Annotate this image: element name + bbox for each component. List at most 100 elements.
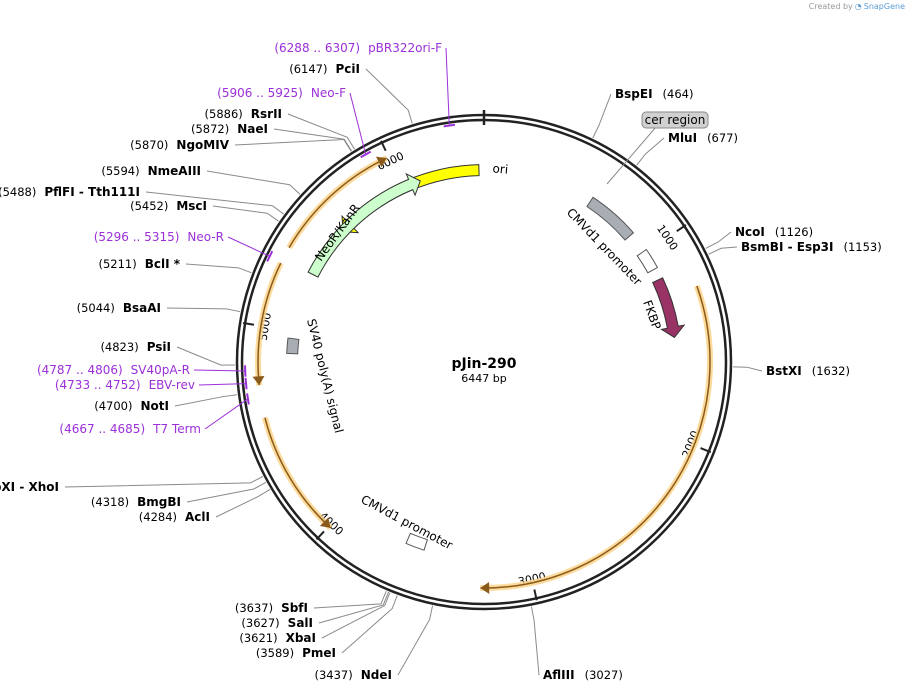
site-name: PaeR7I - PspXI - XhoI	[0, 480, 59, 494]
site-mlui: MluI(677)	[636, 131, 738, 166]
credit-brand: SnapGene	[863, 2, 905, 11]
primer-leader	[349, 92, 367, 155]
site-nmeaiii: NmeAIII (5594)	[101, 164, 301, 195]
snapgene-credit: Created by ◔ SnapGene	[809, 2, 905, 11]
site-pmei: PmeI(3589)	[256, 595, 398, 660]
site-leader	[186, 481, 267, 503]
primer-mark	[244, 377, 248, 390]
site-pflfi: PflFI - Tth111I(5488)	[0, 185, 285, 215]
site-rsrii: RsrII (5886)	[205, 107, 355, 150]
site-name: MluI	[668, 131, 697, 145]
site-position: (6147)	[289, 62, 327, 76]
orf-arrowhead	[319, 517, 331, 528]
site-acli: AclI (4284)	[139, 489, 271, 524]
site-pcii: PciI (6147)	[289, 62, 413, 124]
orf-arc	[257, 262, 282, 386]
tick-mark	[676, 224, 687, 232]
site-position: (5872)	[191, 122, 229, 136]
tick-mark	[700, 447, 712, 454]
primer-sv40par: SV40pA-R (4787 .. 4806)	[37, 363, 247, 377]
site-position: (5488)	[0, 185, 36, 199]
primer-sites: pBR322ori-F(6288 .. 6307)Neo-F (5906 .. 5…	[37, 41, 456, 436]
site-position: (3627)	[241, 616, 279, 630]
primer-leader	[198, 383, 246, 386]
site-paer7i: PaeR7I - PspXI - XhoI(4345)	[0, 476, 264, 494]
site-sali: SalI (3627)	[241, 591, 390, 630]
primer-position: (4667 .. 4685)	[59, 422, 145, 436]
site-name: AflIII	[543, 668, 575, 682]
site-name: AclI	[185, 510, 210, 524]
site-position: (5452)	[130, 199, 168, 213]
site-leader	[365, 68, 413, 124]
fkbp-arrow	[652, 277, 686, 339]
primer-name: Neo-R	[187, 230, 224, 244]
site-position: (5870)	[130, 138, 168, 152]
primer-name: T7 Term	[152, 422, 201, 436]
primer-position: (5906 .. 5925)	[217, 86, 303, 100]
site-leader	[708, 246, 738, 255]
site-position: (3621)	[239, 631, 277, 645]
primer-mark	[246, 393, 250, 405]
orf-arcs	[252, 155, 713, 594]
orf-arc	[480, 285, 711, 589]
primer-leader	[193, 369, 246, 372]
orf-arc	[264, 417, 331, 529]
site-leader	[185, 263, 252, 274]
site-psii: PsiI(4823)	[100, 340, 236, 366]
primer-name: SV40pA-R	[131, 363, 190, 377]
site-position: (3637)	[235, 601, 273, 615]
site-name: MscI	[176, 199, 207, 213]
primer-name: pBR322ori-F	[368, 41, 442, 55]
site-leader	[273, 128, 353, 152]
site-name: PciI	[336, 62, 361, 76]
site-leader	[166, 307, 241, 313]
site-name: BsmBI - Esp3I	[741, 240, 833, 254]
site-position: (3437)	[315, 668, 353, 682]
site-leader	[234, 138, 352, 152]
site-xbai: XbaI (3621)	[239, 592, 391, 645]
site-position: (4284)	[139, 510, 177, 524]
site-leader	[174, 394, 238, 407]
primer-position: (4733 .. 4752)	[55, 378, 141, 392]
primer-pbr322orif: pBR322ori-F(6288 .. 6307)	[274, 41, 456, 128]
orf-arrowhead	[375, 156, 387, 168]
site-name: XbaI	[286, 631, 316, 645]
site-position: (5594)	[101, 164, 139, 178]
cer-region-badge	[641, 111, 709, 129]
site-position: (3027)	[585, 668, 623, 682]
site-leader	[732, 366, 763, 372]
restriction-sites: BspEI(464)MluI(677)NcoI(1126)BsmBI - Esp…	[0, 62, 882, 682]
fkbp-label: FKBP	[640, 298, 664, 331]
primer-leader	[445, 47, 450, 126]
site-leader	[145, 191, 285, 215]
site-name: NcoI	[735, 225, 765, 239]
site-name: PsiI	[147, 340, 171, 354]
site-name: BspEI	[615, 87, 653, 101]
site-leader	[64, 476, 264, 488]
site-name: NotI	[141, 399, 170, 413]
site-bcli: BclI *(5211)	[98, 257, 252, 274]
orf-arrowhead	[480, 581, 490, 594]
site-name: NaeI	[237, 122, 268, 136]
tick-mark	[315, 530, 325, 541]
site-name: SalI	[288, 616, 313, 630]
credit-prefix: Created by	[808, 2, 853, 11]
site-leader	[321, 592, 391, 639]
site-leader	[341, 595, 398, 654]
site-name: BmgBI	[137, 495, 181, 509]
site-name: NmeAIII	[148, 164, 201, 178]
site-position: (5044)	[77, 301, 115, 315]
primer-neof: Neo-F (5906 .. 5925)	[217, 86, 372, 159]
sv40-polya-label: SV40 poly(A) signal	[304, 317, 346, 434]
primer-position: (4787 .. 4806)	[37, 363, 123, 377]
site-name: BclI *	[145, 257, 181, 271]
cmv1-tss-box	[636, 248, 659, 274]
tick-mark	[533, 589, 538, 601]
site-bstxi: BstXI(1632)	[732, 364, 850, 378]
site-name: RsrII	[251, 107, 282, 121]
primer-name: Neo-F	[311, 86, 346, 100]
ori-label: ori	[492, 161, 509, 176]
cmv1-box	[586, 196, 635, 241]
site-name: PmeI	[302, 646, 336, 660]
site-position: (5886)	[205, 107, 243, 121]
